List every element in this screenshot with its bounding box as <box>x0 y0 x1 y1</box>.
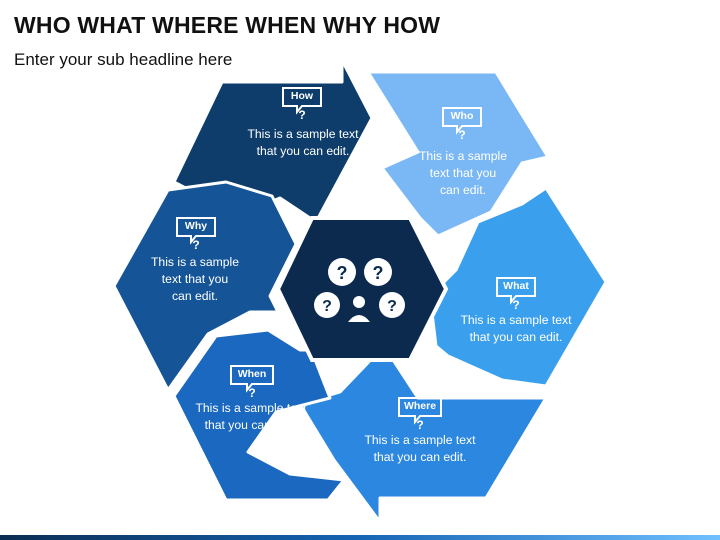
segment-why-line3: can edit. <box>171 289 219 303</box>
segment-when-shape <box>172 328 346 502</box>
page-title: WHO WHAT WHERE WHEN WHY HOW <box>14 12 441 38</box>
segment-where-line1: This is a sample text <box>364 433 476 447</box>
where-label: Where <box>403 400 437 412</box>
question-mark-4: ? <box>387 298 397 315</box>
segment-why-line2: text that you <box>161 272 229 286</box>
svg-text:?: ? <box>192 238 199 250</box>
how-bubble-icon: ? How <box>280 86 328 122</box>
segment-when-line2: that you can edit. <box>204 418 298 432</box>
segment-what-shape <box>428 186 608 388</box>
question-mark-1: ? <box>337 263 348 283</box>
when-bubble-icon: ? When <box>228 364 276 400</box>
center-hexagon <box>275 216 449 362</box>
segment-why-text: This is a sample text that you can edit. <box>120 254 270 305</box>
segment-why-line1: This is a sample <box>150 255 240 269</box>
why-label: Why <box>184 220 208 232</box>
what-bubble-icon: ? What <box>494 276 542 312</box>
where-bubble-icon: ? Where <box>396 396 444 432</box>
svg-text:?: ? <box>458 128 465 140</box>
page-subtitle: Enter your sub headline here <box>14 50 233 69</box>
segment-how-line2: that you can edit. <box>256 144 350 158</box>
segment-what-line1: This is a sample text <box>460 313 572 327</box>
segment-who-line2: text that you <box>429 166 497 180</box>
how-label: How <box>290 90 314 102</box>
svg-text:?: ? <box>248 386 255 398</box>
segment-how-line1: This is a sample text <box>247 127 359 141</box>
segment-who-line3: can edit. <box>439 183 487 197</box>
segment-who-line1: This is a sample <box>418 149 508 163</box>
svg-text:?: ? <box>416 418 423 430</box>
segment-when-text: This is a sample text that you can edit. <box>176 400 326 434</box>
why-bubble-icon: ? Why <box>174 216 222 252</box>
question-mark-2: ? <box>373 263 384 283</box>
who-label: Who <box>450 110 474 122</box>
who-bubble-icon: ? Who <box>440 106 488 142</box>
segment-what-text: This is a sample text that you can edit. <box>441 312 591 346</box>
bottom-accent-bar <box>0 535 720 540</box>
segment-where-text: This is a sample text that you can edit. <box>345 432 495 466</box>
segment-how-text: This is a sample text that you can edit. <box>228 126 378 160</box>
segment-who-text: This is a sample text that you can edit. <box>388 148 538 199</box>
svg-text:?: ? <box>298 108 305 120</box>
segment-where-line2: that you can edit. <box>373 450 467 464</box>
when-label: When <box>237 368 267 380</box>
segment-who-shape <box>366 70 550 238</box>
question-mark-3: ? <box>322 298 332 315</box>
segment-why-shape <box>112 180 298 392</box>
segment-what-line2: that you can edit. <box>469 330 563 344</box>
what-label: What <box>503 280 529 292</box>
svg-text:?: ? <box>512 298 519 310</box>
segment-when-line1: This is a sample text <box>195 401 307 415</box>
question-group-icon <box>314 258 405 322</box>
